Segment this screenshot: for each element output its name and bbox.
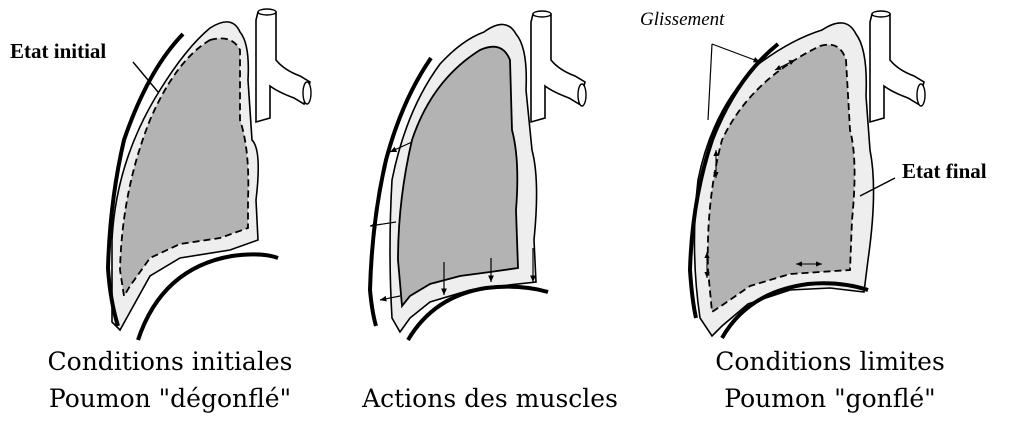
panel-muscles xyxy=(370,11,586,340)
caption-panel3-line1: Conditions limites xyxy=(690,344,970,379)
caption-panel1-line1: Conditions initiales xyxy=(20,344,320,379)
trachea-bronchus xyxy=(256,12,310,122)
label-glissement: Glissement xyxy=(640,2,724,37)
trachea-bronchus xyxy=(531,14,585,122)
caption-panel2-line1: Actions des muscles xyxy=(330,381,650,416)
caption-panel1-line2: Poumon "dégonflé" xyxy=(20,381,320,416)
panel-final xyxy=(690,11,925,338)
label-etat-final: Etat final xyxy=(902,154,987,189)
panel-initial xyxy=(108,9,311,340)
label-etat-initial: Etat initial xyxy=(10,34,106,69)
trachea-bronchus xyxy=(870,14,924,122)
caption-panel3-line2: Poumon "gonflé" xyxy=(690,381,970,416)
